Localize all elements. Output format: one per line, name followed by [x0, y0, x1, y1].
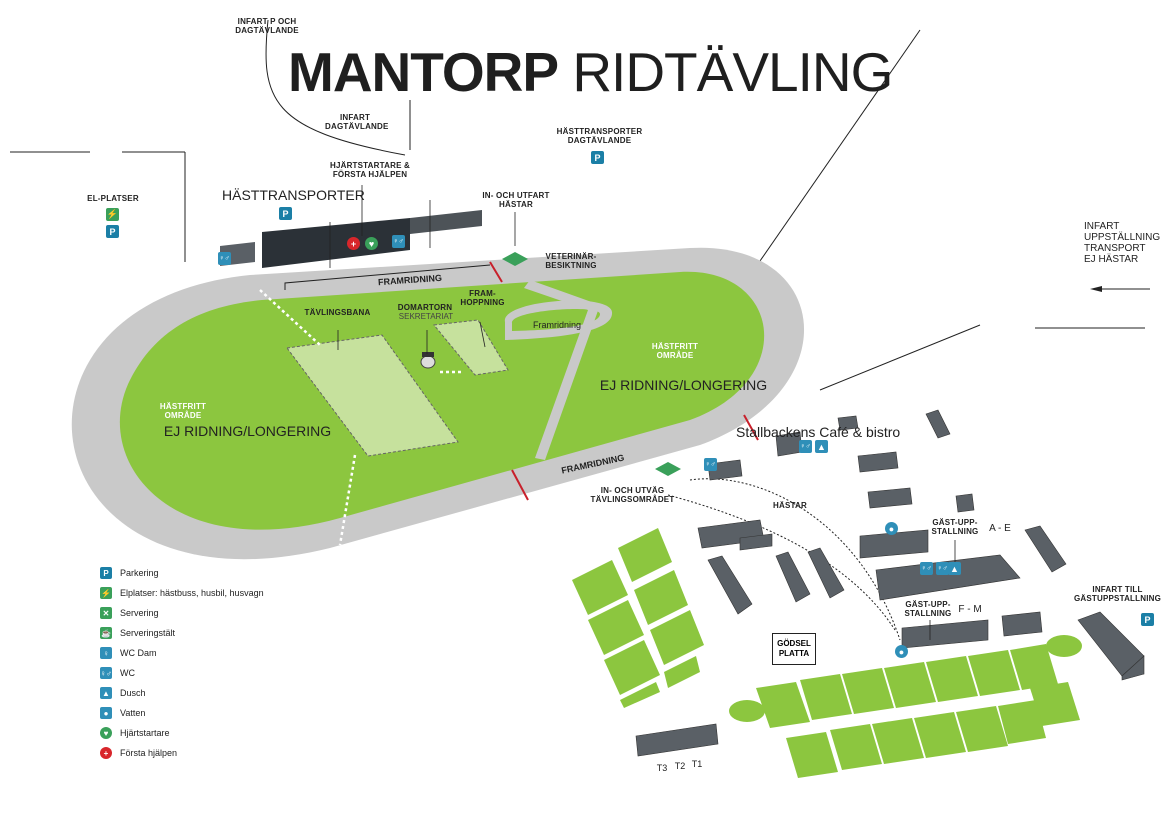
guest-stable-ae-range: A - E: [989, 523, 1011, 534]
horse-transport-day-label: HÄSTTRANSPORTER DAGTÄVLANDE: [556, 127, 643, 145]
entrance-day-competitors-label: INFART DAGTÄVLANDE: [325, 113, 389, 131]
horse-free-zone-label-right: HÄSTFRITT OMRÅDE: [651, 342, 699, 360]
legend-item: ♀ WC Dam: [100, 643, 264, 663]
stable-buildings: [635, 409, 1145, 757]
secretariat-label: SEKRETARIAT: [398, 312, 454, 321]
legend-item: ☕ Serveringstält: [100, 623, 264, 643]
legend-item: ⚡ Elplatser: hästbuss, husbil, husvagn: [100, 583, 264, 603]
wc-icon: ♀♂: [799, 440, 812, 453]
legend-item-label: WC: [120, 668, 135, 678]
t1-label: T1: [691, 759, 703, 769]
vet-inspection-label: VETERINÄR- BESIKTNING: [545, 252, 597, 270]
plug-icon: ⚡: [106, 208, 119, 221]
defib-first-aid-label: HJÄRTSTARTARE & FÖRSTA HJÄLPEN: [329, 161, 411, 179]
parking-icon: P: [279, 207, 292, 220]
map-title: MANTORP RIDTÄVLING: [288, 40, 893, 104]
wc-icon: ♀♂: [920, 562, 933, 575]
no-riding-label-right: EJ RIDNING/LONGERING: [599, 377, 768, 393]
legend-item: ● Vatten: [100, 703, 264, 723]
cafe-label: Stallbackens Café & bistro: [736, 424, 901, 440]
guest-stable-entrance-label: INFART TILL GÄSTUPPSTALLNING: [1073, 585, 1162, 603]
legend-item: ✕ Servering: [100, 603, 264, 623]
warmup-jumping-label: FRAM- HOPPNING: [460, 289, 505, 307]
paddocks: [572, 528, 1082, 778]
track-inner-grass: [119, 271, 765, 530]
t2-label: T2: [674, 761, 686, 771]
parking-icon: P: [591, 151, 604, 164]
main-building: [220, 210, 482, 268]
competition-gate-label: IN- OCH UTVÄG TÄVLINGSOMRÅDET: [590, 486, 675, 504]
shower-icon: ▲: [948, 562, 961, 575]
horse-gate-label: IN- OCH UTFART HÄSTAR: [482, 191, 550, 209]
legend-item-label: Hjärtstartare: [120, 728, 170, 738]
wc-icon: ♀♂: [100, 667, 112, 679]
judge-tower-label: DOMARTORN: [397, 303, 453, 312]
t3-label: T3: [656, 763, 668, 773]
shower-icon: ▲: [815, 440, 828, 453]
guest-stable-fm-range: F - M: [958, 604, 982, 615]
legend-item: P Parkering: [100, 563, 264, 583]
map-legend: P Parkering ⚡ Elplatser: hästbuss, husbil, …: [100, 563, 264, 763]
parking-icon: P: [1141, 613, 1154, 626]
guest-stable-fm-label: GÄST-UPP- STALLNING: [904, 600, 952, 618]
legend-item: ♀♂ WC: [100, 663, 264, 683]
legend-item: ▲ Dusch: [100, 683, 264, 703]
water-icon: ●: [100, 707, 112, 719]
wc-icon: ♀♂: [218, 252, 231, 265]
entrance-transport-label: INFART UPPSTÄLLNING TRANSPORT EJ HÄSTAR: [1084, 221, 1161, 265]
legend-item-label: Serveringstält: [120, 628, 176, 638]
first-aid-icon: +: [347, 237, 360, 250]
legend-item-label: Första hjälpen: [120, 748, 178, 758]
title-bold: MANTORP: [288, 41, 559, 103]
legend-item-label: WC Dam: [120, 648, 157, 658]
legend-item-label: Vatten: [120, 708, 146, 718]
no-riding-label-left: EJ RIDNING/LONGERING: [163, 423, 332, 439]
competition-arena: [286, 334, 459, 457]
legend-item: ♥ Hjärtstartare: [100, 723, 264, 743]
guest-stable-ae-label: GÄST-UPP- STALLNING: [931, 518, 979, 536]
legend-item: + Första hjälpen: [100, 743, 264, 763]
defibrillator-icon: ♥: [100, 727, 112, 739]
arena-label: TÄVLINGSBANA: [304, 308, 371, 317]
horses-path-label: HÄSTAR: [773, 501, 807, 510]
parking-icon: P: [100, 567, 112, 579]
shower-icon: ▲: [100, 687, 112, 699]
water-icon: ●: [895, 645, 908, 658]
cutlery-icon: ✕: [100, 607, 112, 619]
warmup-inner-label: Framridning: [532, 320, 581, 330]
wc-icon: ♀♂: [392, 235, 405, 248]
water-icon: ●: [885, 522, 898, 535]
tent-icon: ☕: [100, 627, 112, 639]
legend-item-label: Elplatser: hästbuss, husbil, husvagn: [120, 588, 264, 598]
wc-icon: ♀♂: [936, 562, 949, 575]
wc-icon: ♀♂: [704, 458, 717, 471]
warmup-jumping-area: [433, 319, 509, 376]
legend-item-label: Dusch: [120, 688, 146, 698]
manure-pad-label: GÖDSEL PLATTA: [772, 633, 816, 665]
boundary-lines: [10, 19, 1150, 391]
entrance-parking-label: INFART P OCH DAGTÄVLANDE: [235, 17, 299, 35]
first-aid-icon: +: [100, 747, 112, 759]
plug-icon: ⚡: [100, 587, 112, 599]
title-regular: RIDTÄVLING: [558, 41, 893, 103]
legend-item-label: Parkering: [120, 568, 159, 578]
el-places-label: EL-PLATSER: [87, 194, 139, 203]
wc-women-icon: ♀: [100, 647, 112, 659]
legend-item-label: Servering: [120, 608, 159, 618]
horse-transport-label: HÄSTTRANSPORTER: [222, 187, 365, 203]
parking-icon: P: [106, 225, 119, 238]
horse-free-zone-label-left: HÄSTFRITT OMRÅDE: [159, 402, 207, 420]
defibrillator-icon: ♥: [365, 237, 378, 250]
